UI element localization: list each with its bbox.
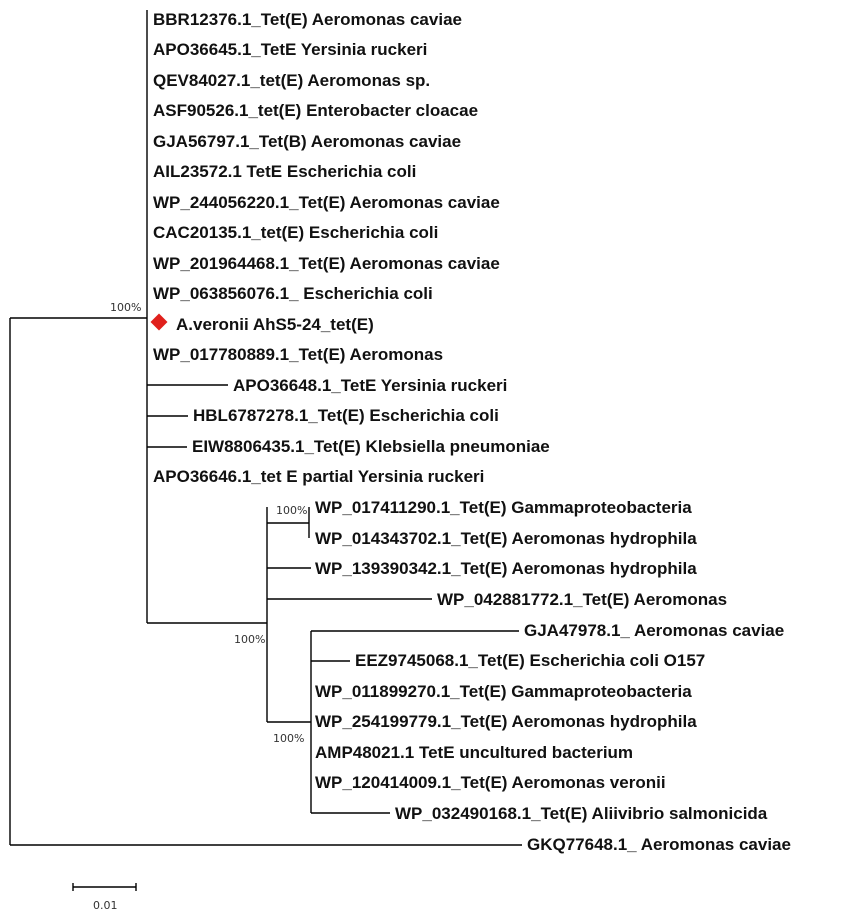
taxon-label-highlighted: A.veronii AhS5-24_tet(E) — [176, 315, 374, 334]
taxon-label: AIL23572.1 TetE Escherichia coli — [153, 162, 416, 181]
taxon-label: BBR12376.1_Tet(E) Aeromonas caviae — [153, 10, 462, 29]
taxon-label: WP_201964468.1_Tet(E) Aeromonas caviae — [153, 254, 500, 273]
taxon-label: WP_017780889.1_Tet(E) Aeromonas — [153, 345, 443, 364]
taxon-label: ASF90526.1_tet(E) Enterobacter cloacae — [153, 101, 478, 120]
taxon-label: WP_254199779.1_Tet(E) Aeromonas hydrophi… — [315, 712, 697, 731]
taxon-label: HBL6787278.1_Tet(E) Escherichia coli — [193, 406, 499, 425]
bootstrap-label-subclade: 100% — [234, 633, 265, 646]
taxon-label: GJA47978.1_ Aeromonas caviae — [524, 621, 784, 640]
taxon-labels: BBR12376.1_Tet(E) Aeromonas caviae APO36… — [153, 10, 791, 854]
taxon-label: EEZ9745068.1_Tet(E) Escherichia coli O15… — [355, 651, 705, 670]
bootstrap-label-main: 100% — [110, 301, 141, 314]
taxon-label: WP_063856076.1_ Escherichia coli — [153, 284, 433, 303]
taxon-label: WP_032490168.1_Tet(E) Aliivibrio salmoni… — [395, 804, 768, 823]
scale-bar: 0.01 — [72, 883, 137, 912]
taxon-label: EIW8806435.1_Tet(E) Klebsiella pneumonia… — [192, 437, 550, 456]
taxon-label: APO36645.1_TetE Yersinia ruckeri — [153, 40, 427, 59]
taxon-label: CAC20135.1_tet(E) Escherichia coli — [153, 223, 438, 242]
taxon-label: WP_014343702.1_Tet(E) Aeromonas hydrophi… — [315, 529, 697, 548]
taxon-label: WP_011899270.1_Tet(E) Gammaproteobacteri… — [315, 682, 692, 701]
taxon-label: GJA56797.1_Tet(B) Aeromonas caviae — [153, 132, 461, 151]
taxon-label: WP_017411290.1_Tet(E) Gammaproteobacteri… — [315, 498, 692, 517]
taxon-label: APO36648.1_TetE Yersinia ruckeri — [233, 376, 507, 395]
taxon-label: WP_120414009.1_Tet(E) Aeromonas veronii — [315, 773, 666, 792]
bootstrap-label-pair: 100% — [276, 504, 307, 517]
tree-branches — [9, 10, 522, 846]
bootstrap-labels: 100% 100% 100% 100% — [110, 301, 307, 745]
taxon-label: QEV84027.1_tet(E) Aeromonas sp. — [153, 71, 430, 90]
taxon-label: AMP48021.1 TetE uncultured bacterium — [315, 743, 633, 762]
highlight-diamond-icon — [150, 313, 168, 331]
bootstrap-label-lower: 100% — [273, 732, 304, 745]
taxon-label: WP_139390342.1_Tet(E) Aeromonas hydrophi… — [315, 559, 697, 578]
taxon-label: WP_042881772.1_Tet(E) Aeromonas — [437, 590, 727, 609]
taxon-label: APO36646.1_tet E partial Yersinia rucker… — [153, 467, 484, 486]
scale-bar-label: 0.01 — [93, 899, 118, 912]
taxon-label: WP_244056220.1_Tet(E) Aeromonas caviae — [153, 193, 500, 212]
taxon-label: GKQ77648.1_ Aeromonas caviae — [527, 835, 791, 854]
